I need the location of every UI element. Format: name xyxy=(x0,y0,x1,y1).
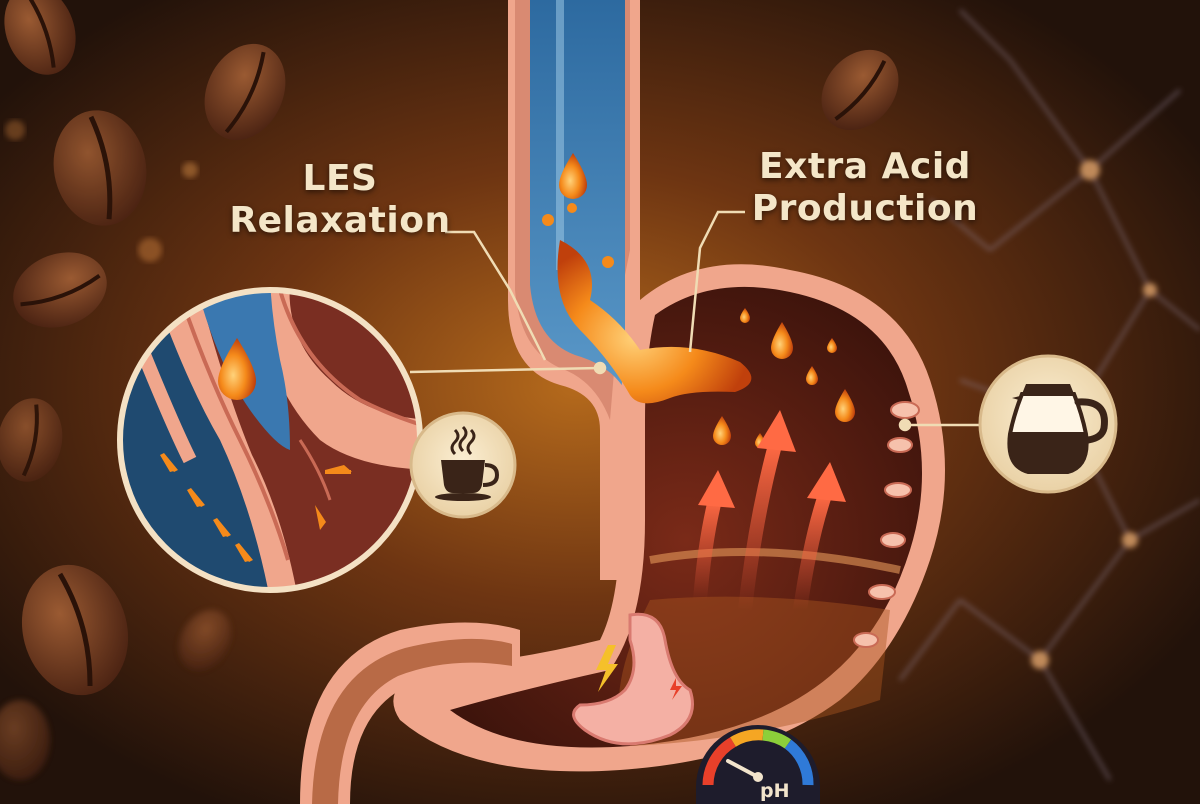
coffee-pot-icon xyxy=(978,354,1118,494)
lightning-icon xyxy=(670,678,682,700)
acid-splash xyxy=(542,203,752,404)
acid-drops xyxy=(559,153,855,448)
gastric-glands xyxy=(853,401,920,648)
acid-drop xyxy=(806,366,818,385)
acid-arrows xyxy=(693,410,846,617)
les-label-text: LES Relaxation xyxy=(229,158,451,241)
arrow-up-icon xyxy=(793,462,846,617)
ph-label: pH xyxy=(760,780,790,802)
les-leader-line xyxy=(445,230,547,361)
callout-lines xyxy=(409,210,985,432)
les-magnifier-line xyxy=(409,366,601,374)
acid-label-text: Extra Acid Production xyxy=(751,146,979,229)
arrow-up-icon xyxy=(693,470,735,607)
gauge-needle xyxy=(726,759,760,779)
acid-drop xyxy=(740,308,750,323)
intestine xyxy=(300,622,520,804)
acid-drop xyxy=(827,338,837,353)
lightning-icon xyxy=(596,645,618,692)
acid-leader-line xyxy=(688,210,745,353)
les-magnifier xyxy=(117,287,423,593)
acid-drop xyxy=(218,338,256,400)
ph-gauge-icon: pH xyxy=(696,725,820,804)
acid-drop xyxy=(559,153,587,199)
flow-arrows xyxy=(160,453,352,562)
extra-acid-production-label: Extra Acid Production xyxy=(730,146,1000,230)
les-relaxation-label: LES Relaxation xyxy=(215,158,465,242)
acid-drop xyxy=(713,416,731,445)
arrow-up-icon xyxy=(738,410,796,617)
stomach-icon xyxy=(572,612,694,746)
acid-drop xyxy=(771,322,793,359)
acid-drop xyxy=(835,389,855,422)
coffee-cup-icon xyxy=(409,411,517,519)
coffee-beans xyxy=(0,0,899,780)
